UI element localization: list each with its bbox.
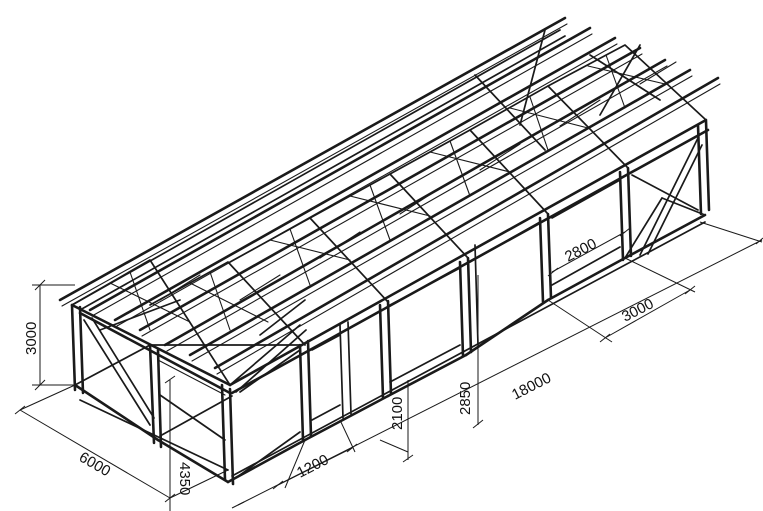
dim-window-width: 1200 — [272, 419, 358, 490]
roof-purlins — [58, 16, 721, 375]
dim-height: 3000 — [23, 279, 75, 391]
dim-door-height-label: 2850 — [457, 382, 474, 415]
dim-height-label: 3000 — [23, 322, 40, 355]
dim-window-width-label: 1200 — [294, 451, 331, 481]
dim-width: 6000 — [14, 384, 229, 503]
window-frames — [311, 179, 621, 421]
dim-door-height: 2850 — [457, 275, 484, 429]
dim-window-height: 2100 — [379, 380, 414, 463]
wall-bracing — [83, 137, 703, 476]
roof-bracing — [99, 29, 661, 336]
dim-column-height-label: 4350 — [176, 462, 193, 495]
eave-beams — [70, 29, 710, 395]
steel-frame-structure — [58, 16, 721, 486]
dim-column-height: 4350 — [164, 375, 193, 511]
dim-bay-spacing-label: 3000 — [619, 295, 656, 325]
dim-length-label: 18000 — [509, 369, 554, 403]
dim-window-height-label: 2100 — [389, 397, 406, 430]
columns — [70, 119, 711, 486]
dim-bay-spacing: 3000 — [547, 257, 696, 343]
